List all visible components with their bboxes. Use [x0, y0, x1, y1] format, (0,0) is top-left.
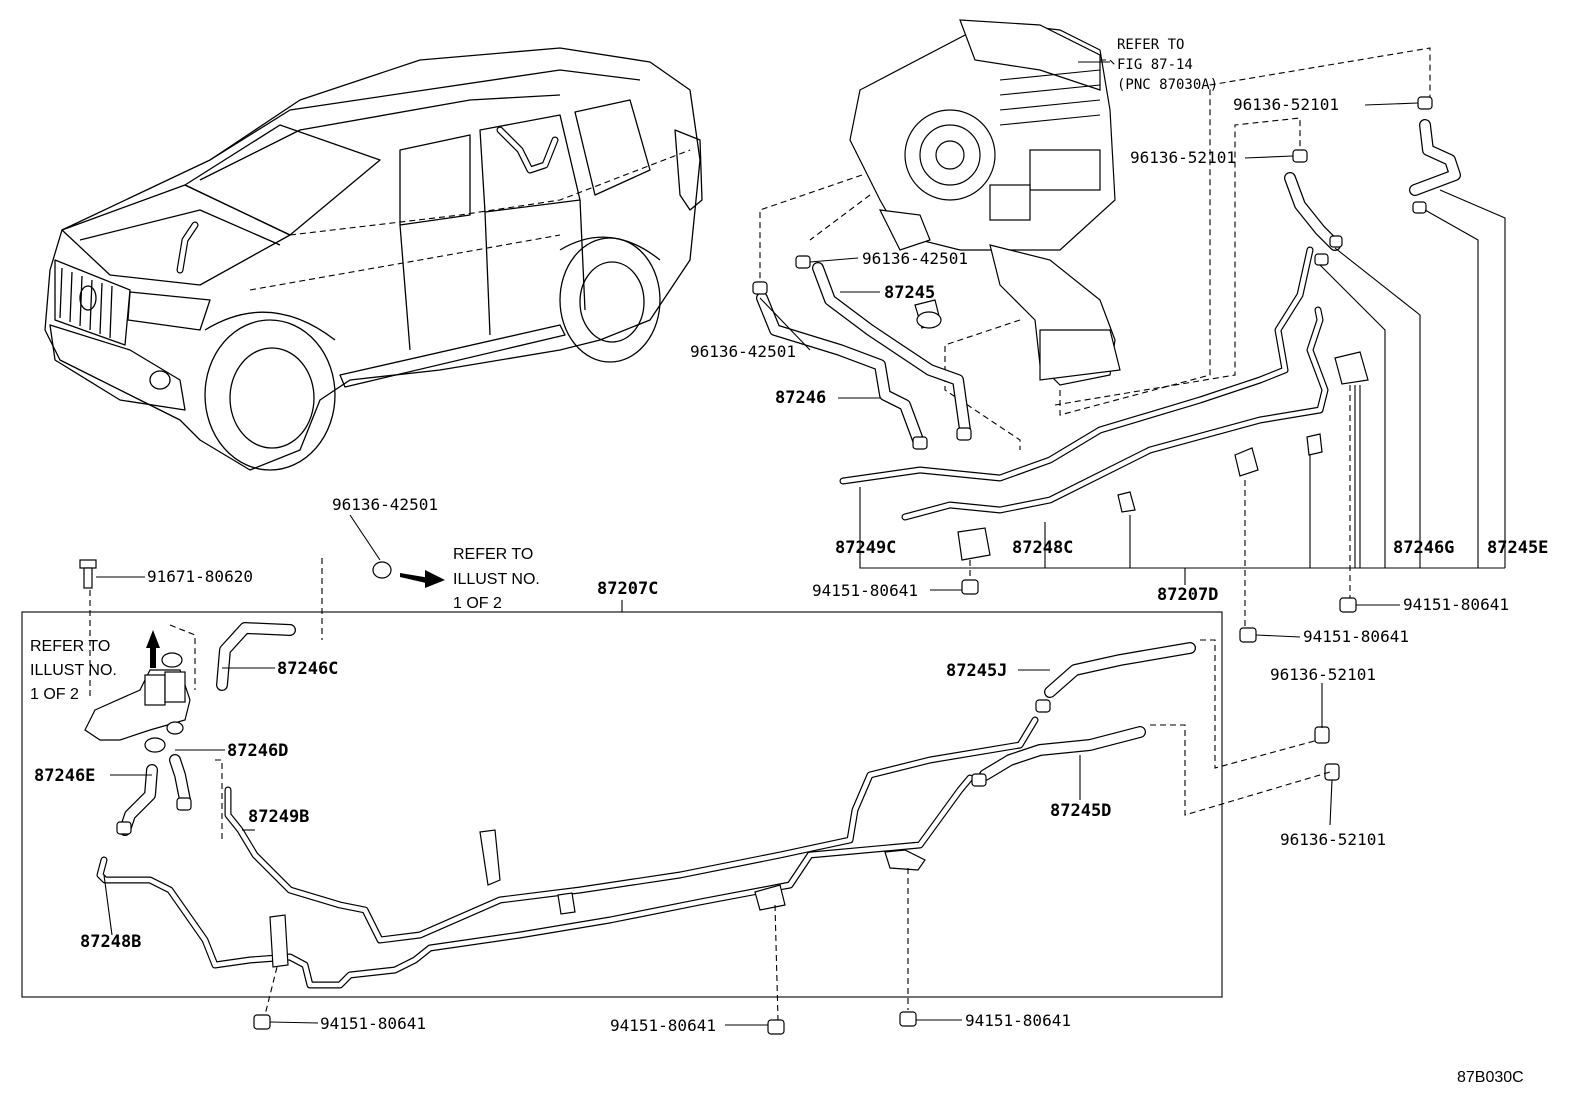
bracket-icon	[957, 351, 1369, 561]
part-label: 94151-80641	[610, 1016, 716, 1035]
part-label: 87248C	[1012, 538, 1073, 558]
part-label: 87246E	[34, 766, 95, 786]
part-label: 87246	[775, 388, 826, 408]
hose-87245	[812, 262, 971, 436]
pipe-87249c	[839, 246, 1314, 485]
part-label: 91671-80620	[147, 567, 253, 586]
refer-illust-label: REFER TO	[453, 546, 533, 563]
refer-illust-label: REFER TO	[30, 638, 110, 655]
bracket-icon	[269, 829, 926, 968]
refer-fig-label: REFER TO	[1117, 37, 1184, 53]
part-label: 87245	[884, 283, 935, 303]
hose-87246g	[1284, 172, 1341, 251]
part-label: 96136-52101	[1130, 148, 1236, 167]
part-label: 94151-80641	[812, 581, 918, 600]
refer-illust-label: 1 OF 2	[30, 686, 79, 703]
diagram-id: 87B030C	[1457, 1069, 1524, 1086]
part-label: 94151-80641	[1403, 595, 1509, 614]
part-label: 87249C	[835, 538, 896, 558]
hose-87246d	[169, 754, 191, 806]
hose-87246	[756, 292, 924, 446]
refer-fig-label: FIG 87-14	[1117, 57, 1193, 73]
part-label: 96136-42501	[332, 495, 438, 514]
part-label: 87246G	[1393, 538, 1454, 558]
part-label: 87248B	[80, 932, 141, 952]
refer-illust-label: 1 OF 2	[453, 595, 502, 612]
part-label: 94151-80641	[1303, 627, 1409, 646]
bolt-icon	[79, 559, 97, 589]
part-label: 87207C	[597, 579, 658, 599]
part-label: 96136-52101	[1233, 95, 1339, 114]
part-label: 87245D	[1050, 801, 1111, 821]
part-label: 94151-80641	[320, 1014, 426, 1033]
part-label: 96136-52101	[1280, 830, 1386, 849]
nut-icon	[253, 579, 1357, 1035]
pipe-87249b	[224, 716, 1039, 944]
heater-unit-assembly	[849, 19, 1121, 386]
part-label: 96136-42501	[690, 342, 796, 361]
hose-87245e	[1409, 119, 1461, 196]
part-label: 87245E	[1487, 538, 1548, 558]
part-label: 94151-80641	[965, 1011, 1071, 1030]
clamp-icon	[372, 561, 392, 579]
part-label: 87246D	[227, 741, 288, 761]
water-valve-assembly	[84, 630, 191, 753]
clamp-icon	[116, 797, 192, 835]
pipe-87248c	[901, 306, 1329, 521]
part-label: 87207D	[1157, 585, 1218, 605]
part-label: 96136-42501	[862, 249, 968, 268]
hose-87246e	[119, 764, 158, 836]
part-label: 87245J	[946, 661, 1007, 681]
vehicle-illustration	[44, 47, 703, 471]
pipe-87248b	[96, 774, 974, 989]
clamp-icon	[1292, 96, 1433, 266]
hose-87245j	[1044, 642, 1196, 698]
part-label: 87249B	[248, 807, 309, 827]
part-label: 96136-52101	[1270, 665, 1376, 684]
clamp-icon	[971, 699, 1340, 787]
refer-fig-label: (PNC 87030A)	[1117, 77, 1218, 93]
refer-illust-label: ILLUST NO.	[453, 571, 540, 588]
part-label: 87246C	[277, 659, 338, 679]
refer-illust-label: ILLUST NO.	[30, 662, 117, 679]
hose-87245d	[979, 726, 1146, 781]
